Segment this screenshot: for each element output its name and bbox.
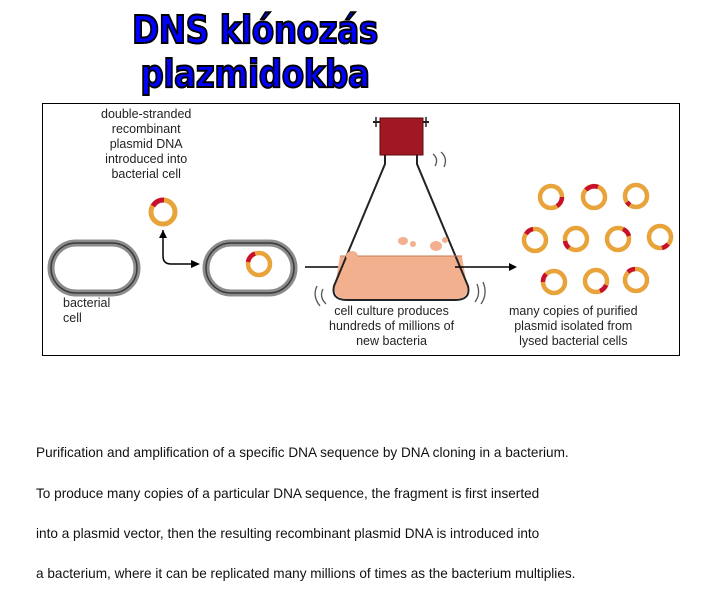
caption-line: Purification and amplification of a spec… bbox=[36, 445, 569, 461]
introduce-arrow bbox=[159, 230, 200, 268]
caption-line: To produce many copies of a particular D… bbox=[36, 485, 540, 501]
figure-caption: Purification and amplification of a spec… bbox=[36, 423, 696, 605]
caption-line: into a plasmid vector, then the resultin… bbox=[36, 526, 540, 542]
recombinant-plasmid-icon bbox=[148, 197, 178, 227]
diagram-graphics bbox=[47, 117, 674, 307]
culture-flask bbox=[314, 117, 486, 307]
plasmid-copies bbox=[521, 182, 674, 296]
page-title: DNS klónozás plazmidokba bbox=[131, 7, 379, 97]
bacterial-cell-empty bbox=[47, 239, 141, 297]
caption-line: a bacterium, where it can be replicated … bbox=[36, 566, 576, 582]
arrow-to-copies bbox=[455, 263, 517, 271]
bacterial-cell-with-plasmid bbox=[202, 239, 298, 297]
